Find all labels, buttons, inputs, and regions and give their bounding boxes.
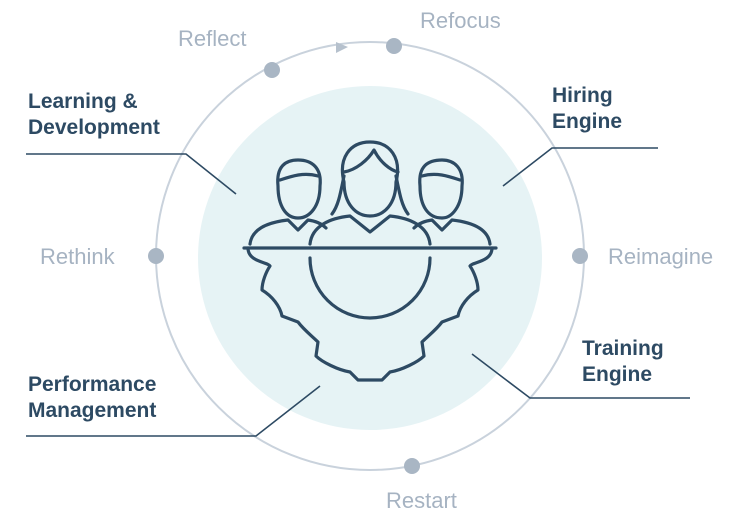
stage-label-reflect: Reflect bbox=[178, 26, 247, 51]
block-label-line: Management bbox=[28, 399, 157, 422]
cycle-arrow-icon bbox=[336, 42, 348, 53]
leader-line-hiring bbox=[502, 147, 658, 187]
block-label-line: Hiring bbox=[552, 84, 613, 107]
dot-reimagine bbox=[572, 248, 588, 264]
leader-line-learning bbox=[26, 153, 237, 195]
stage-label-refocus: Refocus bbox=[420, 8, 501, 33]
block-label-line: Engine bbox=[582, 363, 653, 386]
block-label-learning-development: Learning & Development bbox=[28, 89, 160, 141]
block-label-line: Learning & bbox=[28, 90, 138, 113]
leader-line-training bbox=[471, 353, 690, 399]
team-gear-icon bbox=[242, 140, 498, 382]
block-label-line: Performance bbox=[28, 373, 157, 396]
leader-line-performance bbox=[26, 385, 321, 437]
dot-rethink bbox=[148, 248, 164, 264]
dot-refocus bbox=[386, 38, 402, 54]
block-label-line: Engine bbox=[552, 110, 623, 133]
block-label-performance-management: Performance Management bbox=[28, 372, 156, 424]
dot-restart bbox=[404, 458, 420, 474]
block-label-hiring-engine: Hiring Engine bbox=[552, 83, 622, 135]
block-label-line: Development bbox=[28, 116, 160, 139]
stage-label-reimagine: Reimagine bbox=[608, 244, 714, 269]
stage-label-rethink: Rethink bbox=[40, 244, 115, 269]
dot-reflect bbox=[264, 62, 280, 78]
center-disc bbox=[198, 86, 542, 430]
block-label-training-engine: Training Engine bbox=[582, 336, 664, 388]
stage-label-restart: Restart bbox=[386, 488, 457, 513]
block-label-line: Training bbox=[582, 337, 664, 360]
